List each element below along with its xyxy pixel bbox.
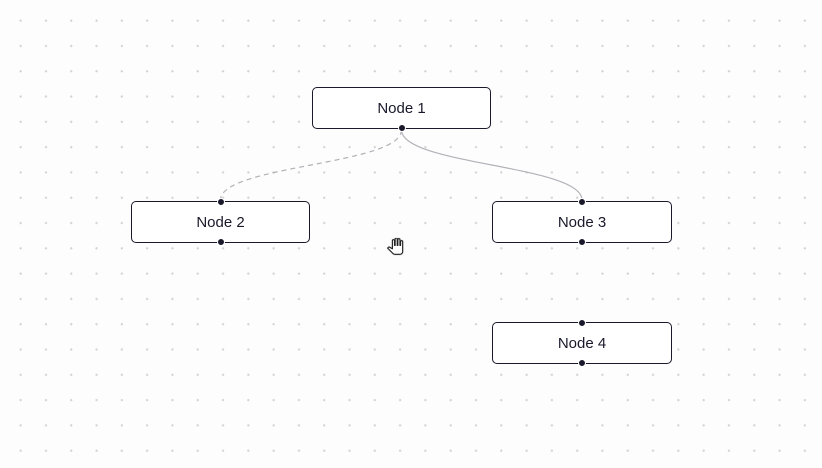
node-2-handle-bottom[interactable] [216, 238, 225, 246]
node-4-handle-bottom[interactable] [578, 359, 586, 367]
flow-node-1[interactable]: Node 1 [312, 87, 491, 132]
flow-node-3[interactable]: Node 3 [492, 198, 672, 246]
flow-node-2[interactable]: Node 2 [131, 198, 310, 246]
node-label: Node 3 [557, 213, 607, 231]
node-label: Node 1 [377, 99, 426, 117]
node-1-handle-bottom[interactable] [397, 124, 406, 132]
node-label: Node 4 [557, 334, 607, 352]
node-4-handle-top[interactable] [578, 319, 586, 327]
node-2-handle-top[interactable] [216, 198, 225, 206]
node-3-handle-bottom[interactable] [578, 238, 586, 246]
node-label: Node 2 [196, 213, 245, 231]
flow-node-4[interactable]: Node 4 [492, 319, 672, 367]
node-3-handle-top[interactable] [578, 198, 586, 206]
